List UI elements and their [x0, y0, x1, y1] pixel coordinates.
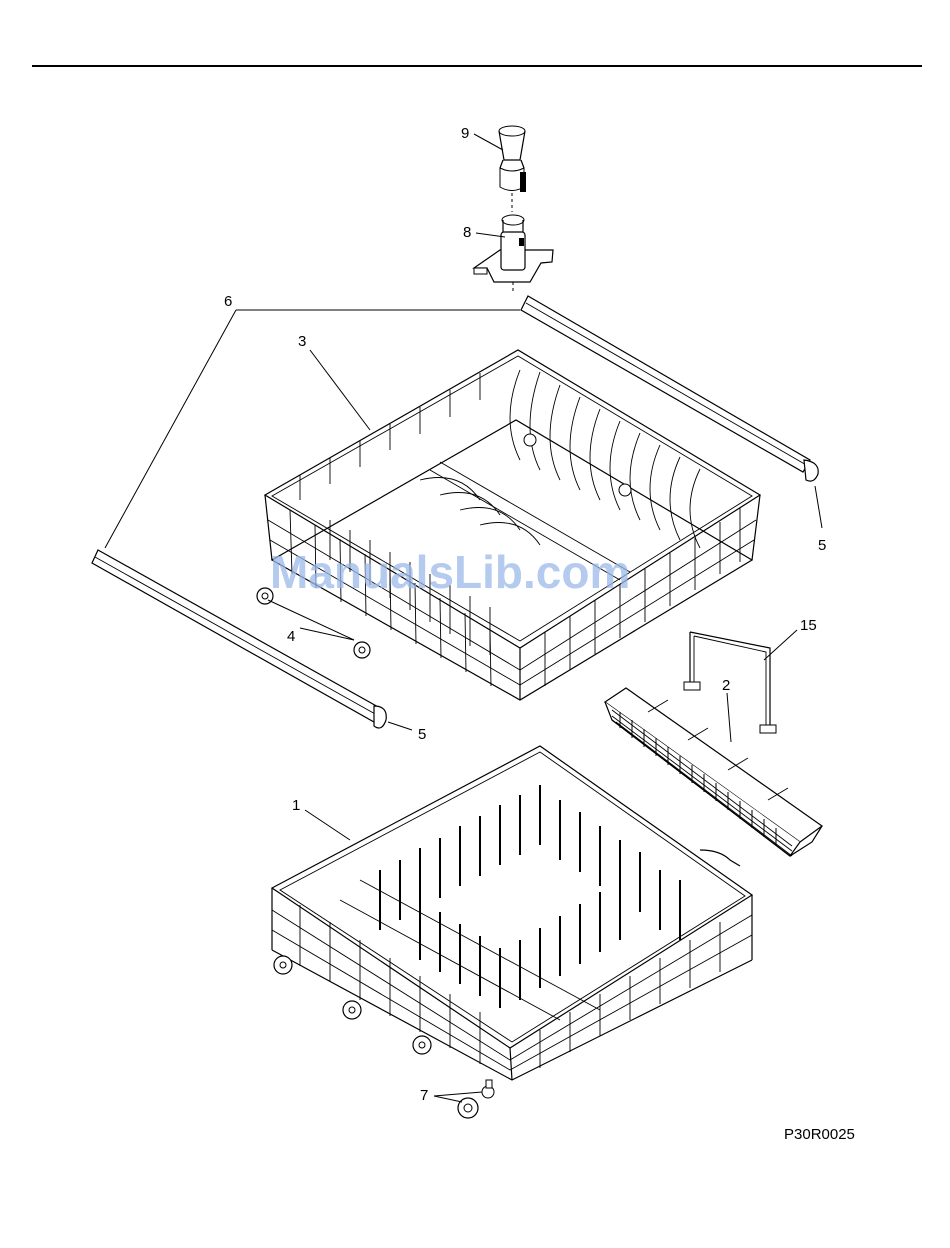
watermark: ManualsLib.com [270, 546, 630, 598]
callout-8: 8 [463, 224, 471, 241]
callout-4: 4 [287, 628, 295, 645]
part-9-manifold-cap [499, 126, 526, 212]
callout-5-lower: 5 [418, 726, 426, 743]
part-1-lower-rack [272, 746, 752, 1080]
callout-3: 3 [298, 333, 306, 350]
callout-2: 2 [722, 677, 730, 694]
part-7-lower-wheel [458, 1080, 494, 1118]
part-8-manifold-base [474, 215, 553, 294]
part-2-silverware-basket [605, 688, 822, 856]
part-6-rail-right [521, 296, 818, 481]
callout-7: 7 [420, 1087, 428, 1104]
callout-9: 9 [461, 125, 469, 142]
callout-15: 15 [800, 617, 817, 634]
callout-1: 1 [292, 797, 300, 814]
callout-5-upper: 5 [818, 537, 826, 554]
callout-6: 6 [224, 293, 232, 310]
drawing-code: P30R0025 [784, 1126, 855, 1143]
part-4-rack-wheels [257, 588, 370, 658]
